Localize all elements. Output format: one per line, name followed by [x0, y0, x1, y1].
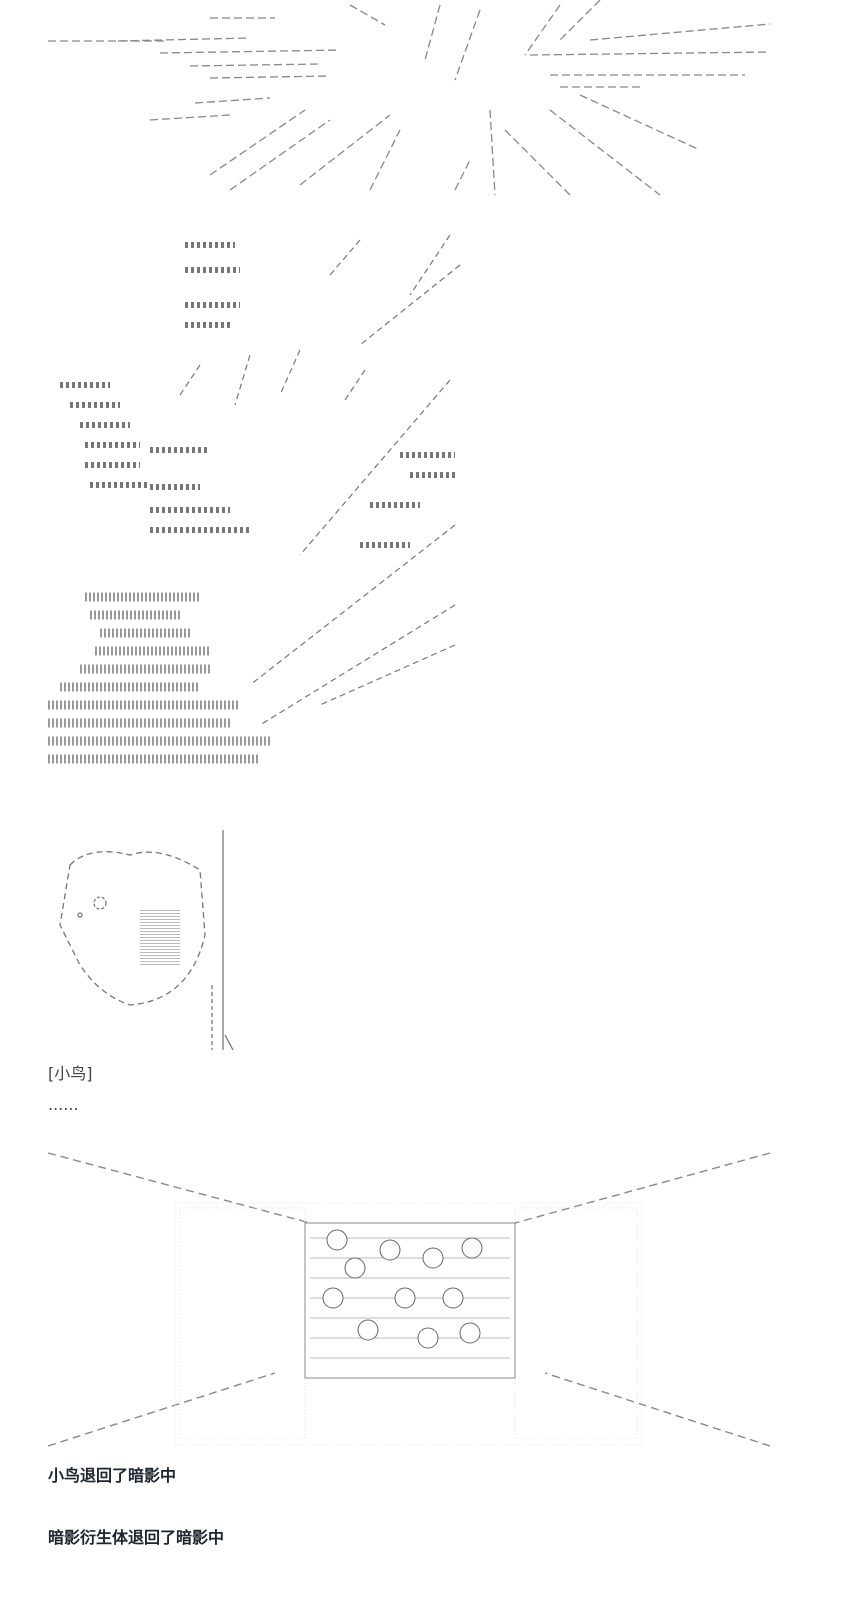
narration-line-1: 小鸟退回了暗影中: [48, 1466, 177, 1485]
ellipsis-text: ......: [48, 1095, 79, 1114]
speaker-label: [小鸟]: [48, 1064, 93, 1083]
room-with-orbs-aa: [47, 1152, 771, 1447]
narration-line-2: 暗影衍生体退回了暗影中: [48, 1528, 225, 1547]
light-rays-aa: [48, 0, 771, 196]
crowd-radiating-aa: [48, 234, 461, 764]
bird-sketch-aa: [59, 830, 234, 1051]
